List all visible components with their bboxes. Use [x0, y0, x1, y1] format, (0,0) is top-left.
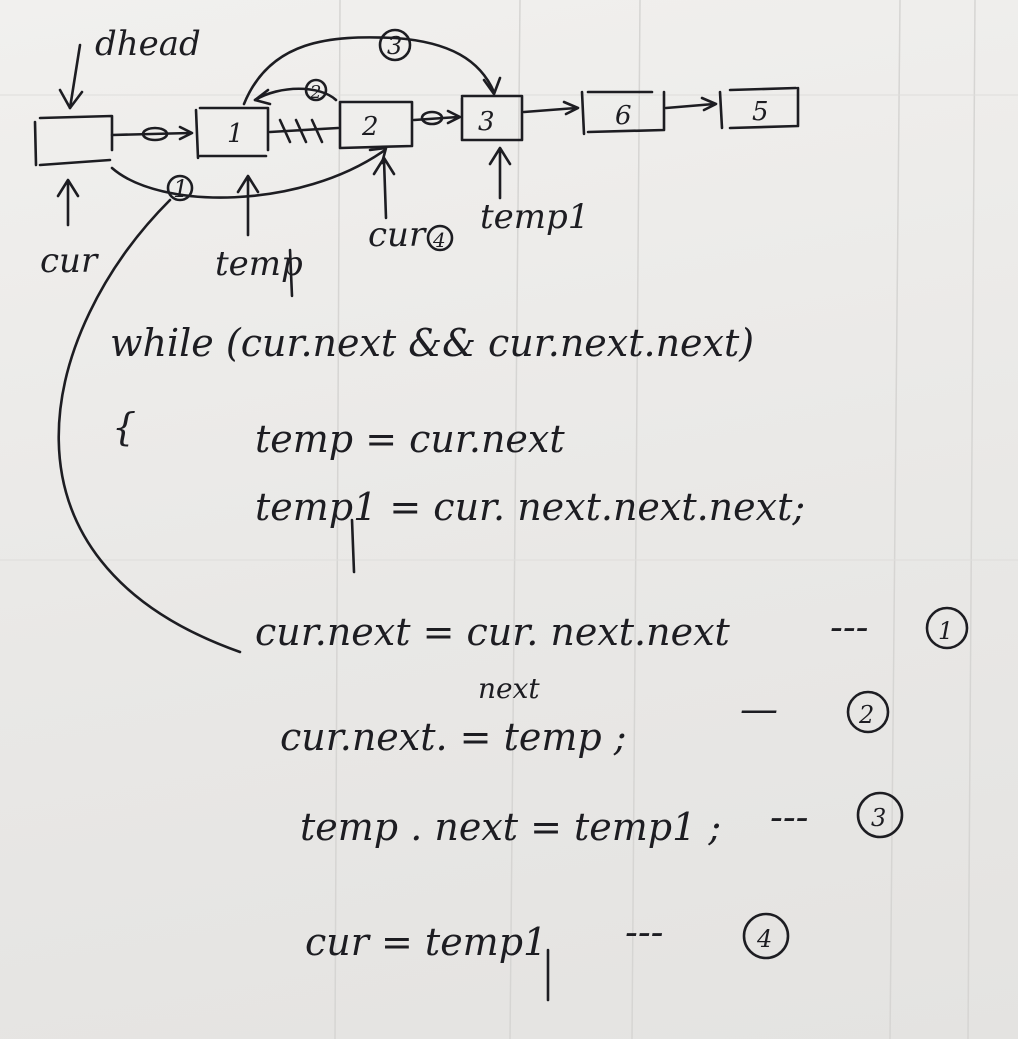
node-value: 1 [227, 119, 244, 149]
list-node-6: 6 [580, 90, 666, 136]
temp1-pointer-label: temp1 [480, 197, 589, 237]
step-1-to-code-curve [57, 198, 242, 654]
link-6-to-5 [664, 96, 718, 112]
code-marker-1-label: 1 [938, 617, 953, 645]
code-line-4: cur = temp1 [305, 920, 547, 964]
while-loop-line: while (cur.next && cur.next.next) [110, 321, 754, 365]
list-node-2: 2 [338, 100, 414, 150]
code-marker-1 [925, 606, 969, 650]
step-marker-1-label: 1 [173, 175, 188, 203]
step-2-curve [253, 87, 338, 102]
step-marker-4-label: 4 [432, 228, 446, 252]
code-marker-3 [856, 791, 904, 839]
step-marker-1 [166, 174, 194, 202]
dhead-label: dhead [95, 24, 201, 64]
link-crossed-out [141, 126, 169, 142]
temp1-descender [350, 518, 356, 574]
dummy-node [33, 114, 114, 167]
code-line-temp: temp = cur.next [255, 417, 565, 461]
step-marker-3-label: 3 [387, 32, 402, 60]
temp-label-stroke [288, 248, 294, 298]
cur-step4-label: cur [368, 215, 427, 255]
code-marker-4 [742, 912, 790, 960]
cur-pointer-label: cur [40, 241, 99, 281]
code-block: while (cur.next && cur.next.next) { temp… [110, 321, 969, 1002]
code-line-temp1: temp1 = cur. next.next.next; [255, 485, 805, 529]
node-value: 5 [752, 97, 769, 127]
node-value: 3 [478, 107, 495, 137]
list-node-1: 1 [194, 106, 270, 160]
link-dummy-to-1 [110, 125, 194, 141]
code-line-2: cur.next. = temp ; [280, 715, 627, 759]
dhead-arrowhead [58, 88, 84, 110]
step-marker-2 [304, 78, 328, 102]
cur-pointer-arrow [56, 178, 80, 227]
temp-pointer-label: temp [215, 244, 303, 284]
code-line-3-dots: --- [770, 795, 809, 839]
code-line-3: temp . next = temp1 ; [300, 805, 721, 849]
link-1-to-2-crossed [268, 118, 340, 144]
cur-step4-arrow [372, 156, 396, 220]
code-marker-2-label: 2 [858, 701, 874, 729]
node-value: 6 [615, 101, 632, 131]
code-line-1-dots: --- [830, 605, 869, 649]
temp1-pointer-arrow [488, 146, 512, 200]
list-node-5: 5 [718, 86, 800, 130]
step-marker-2-label: 2 [309, 82, 321, 103]
code-line-2-insert: next [478, 672, 540, 705]
code-marker-4-label: 4 [756, 925, 772, 953]
step-3-curve [242, 36, 496, 106]
dhead-arrow [68, 43, 82, 110]
step-2-arrowhead [253, 88, 272, 106]
link-3-to-6 [522, 100, 580, 116]
open-brace: { [112, 405, 136, 449]
step-3-arrowhead [482, 76, 502, 96]
step-marker-4 [426, 224, 454, 252]
code-line-4-dots: --- [625, 910, 664, 954]
linked-list-diagram: dhead 1 2 3 6 [33, 24, 800, 298]
code-marker-2 [846, 690, 890, 734]
list-node-3: 3 [460, 94, 524, 142]
step-1-curve [110, 148, 387, 199]
node-value: 2 [361, 112, 379, 142]
code-marker-3-label: 3 [871, 804, 886, 832]
code-line-2-dash: — [740, 687, 778, 731]
temp-pointer-arrow [236, 174, 260, 237]
step-marker-3 [378, 28, 412, 62]
code-line-1: cur.next = cur. next.next [255, 610, 731, 654]
link-crossed-out [420, 110, 444, 126]
